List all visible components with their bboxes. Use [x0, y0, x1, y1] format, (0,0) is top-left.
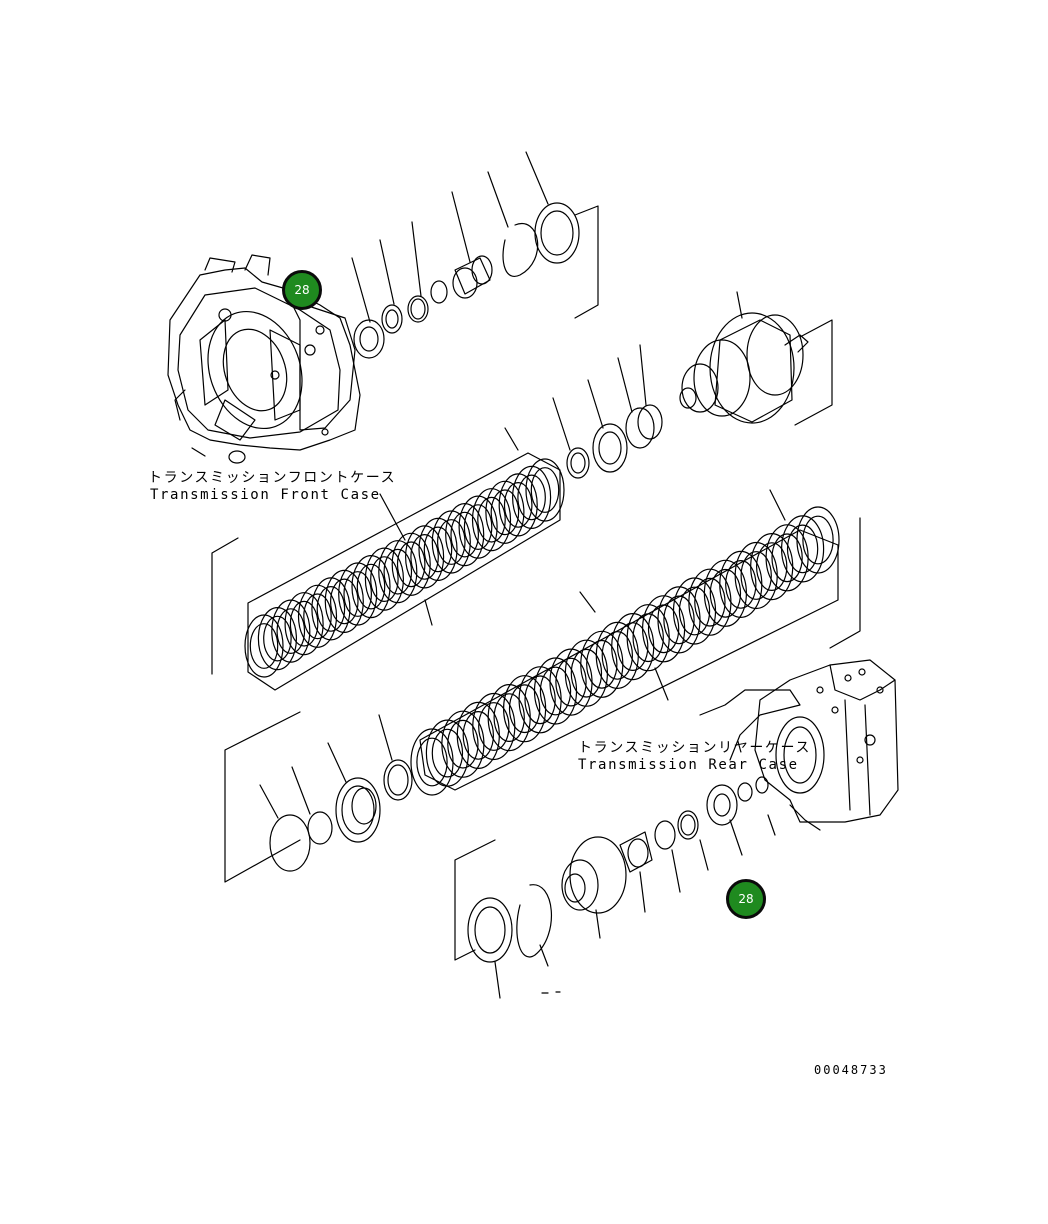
clutch-disc [445, 502, 485, 567]
clutch-disc [530, 467, 560, 513]
front-pack-rings [552, 344, 663, 479]
clutch-hub-assembly [679, 291, 833, 426]
clutch-disc [343, 571, 372, 617]
clutch-disc [802, 515, 834, 565]
rear-case-label-en: Transmission Rear Case [578, 757, 799, 773]
clutch-disc [490, 489, 520, 536]
clutch-disc [678, 586, 711, 636]
clutch-disc [338, 562, 378, 626]
clutch-disc [756, 542, 788, 591]
clutch-disc [364, 547, 404, 611]
front-case-label-jp: トランスミッションフロントケース [148, 470, 397, 486]
clutch-disc [370, 556, 399, 602]
clutch-disc [555, 657, 587, 707]
front-clutch-pack [244, 458, 565, 678]
clutch-disc [498, 473, 538, 537]
clutch-disc [410, 534, 439, 580]
clutch-disc [780, 515, 825, 583]
lower-left-parts [224, 711, 413, 883]
clutch-disc [570, 648, 603, 698]
clutch-disc [663, 595, 695, 645]
clutch-disc [391, 532, 431, 596]
clutch-disc [586, 639, 618, 689]
clutch-disc [694, 577, 726, 627]
clutch-disc [525, 458, 565, 522]
rear-case-housing [699, 659, 899, 831]
clutch-disc [316, 586, 346, 632]
clutch-disc [249, 623, 279, 669]
clutch-disc [485, 480, 525, 544]
clutch-disc [431, 510, 471, 574]
clutch-disc [450, 511, 479, 558]
clutch-disc [284, 592, 324, 656]
front-case-parts-row [351, 151, 599, 359]
clutch-disc [632, 613, 664, 663]
clutch-disc [303, 593, 332, 640]
clutch-disc [257, 606, 297, 671]
clutch-disc [416, 737, 448, 787]
clutch-disc [356, 563, 386, 610]
clutch-disc [503, 482, 533, 528]
clutch-disc [447, 719, 479, 769]
rear-pack-frame [419, 489, 861, 791]
front-case-label-en: Transmission Front Case [150, 487, 381, 503]
clutch-disc [405, 525, 445, 589]
clutch-disc [436, 519, 466, 565]
clutch-disc [329, 578, 359, 625]
clutch-disc [771, 533, 803, 583]
clutch-disc [471, 488, 512, 552]
clutch-disc [423, 526, 453, 573]
clutch-disc [378, 540, 418, 604]
clutch-disc [396, 541, 426, 588]
front-pack-frame [211, 427, 561, 691]
clutch-disc [647, 604, 680, 654]
clutch-disc [244, 614, 284, 678]
clutch-disc [271, 599, 311, 663]
callout-badge-rear[interactable]: 28 [726, 879, 766, 919]
clutch-disc [462, 711, 494, 760]
callout-badge-front[interactable]: 28 [282, 270, 322, 310]
clutch-disc [311, 577, 351, 641]
clutch-disc [524, 675, 556, 725]
clutch-disc [458, 495, 498, 559]
clutch-disc [508, 684, 541, 734]
clutch-disc [740, 551, 772, 600]
clutch-disc [786, 524, 819, 574]
front-case-housing [167, 254, 361, 464]
document-number: 00048733 [814, 1063, 888, 1077]
clutch-disc [601, 631, 634, 680]
rear-case-parts-row [454, 776, 776, 999]
clutch-disc [725, 560, 757, 609]
clutch-disc [263, 615, 292, 662]
clutch-disc [511, 465, 552, 529]
rear-case-label-jp: トランスミッションリヤーケース [578, 740, 812, 756]
clutch-disc [478, 702, 510, 751]
clutch-disc [351, 554, 391, 619]
clutch-disc [297, 584, 338, 648]
clutch-disc [463, 504, 493, 550]
clutch-disc [617, 622, 649, 671]
clutch-disc [276, 608, 306, 654]
clutch-disc [709, 568, 742, 618]
clutch-disc [324, 569, 364, 634]
clutch-disc [517, 474, 546, 521]
clutch-disc [431, 728, 464, 778]
clutch-disc [289, 600, 319, 647]
clutch-disc [418, 517, 458, 582]
clutch-disc [477, 496, 506, 543]
clutch-disc [493, 693, 525, 742]
clutch-disc [539, 666, 572, 716]
clutch-disc [383, 548, 413, 595]
clutch-disc [796, 506, 840, 574]
